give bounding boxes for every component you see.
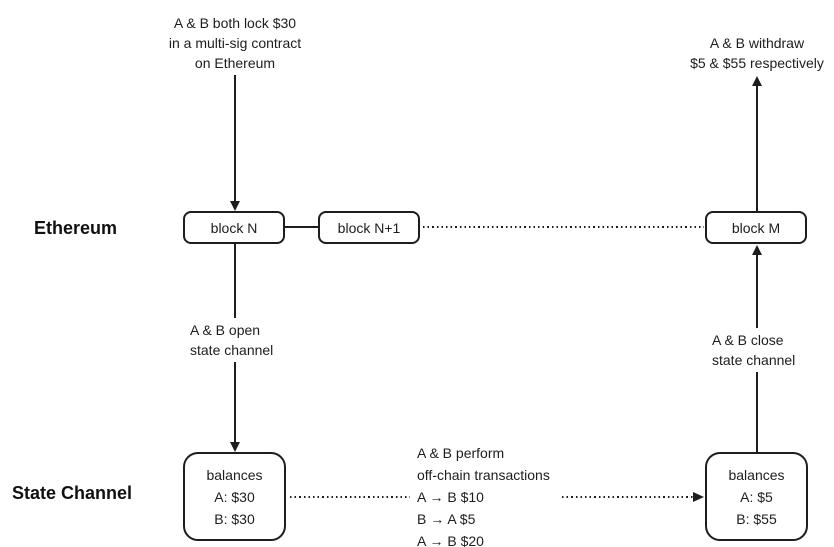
dotted-edge-balances-right-segment: [562, 496, 693, 498]
row-label-ethereum: Ethereum: [34, 218, 118, 238]
arrowhead-down-into-balances-open: [230, 442, 240, 452]
arrowhead-up-into-block-m: [752, 245, 762, 255]
node-block-m: block M: [705, 211, 807, 244]
edge-block-n-to-n1: [285, 226, 318, 228]
edge-lock-to-block-n: [234, 75, 236, 203]
node-block-n-plus-1: block N+1: [318, 211, 420, 244]
node-balances-open: balances A: $30 B: $30: [183, 452, 286, 541]
annotation-close-channel: A & B close state channel: [708, 328, 800, 372]
edge-block-m-to-withdraw: [756, 85, 758, 211]
annotation-lock-funds: A & B both lock $30 in a multi-sig contr…: [168, 15, 302, 71]
dotted-edge-balances-left-segment: [290, 496, 410, 498]
node-block-n: block N: [183, 211, 285, 244]
arrowhead-right-into-balances-final: [693, 492, 704, 502]
annotation-open-channel: A & B open state channel: [186, 318, 278, 362]
row-label-state-channel: State Channel: [12, 483, 133, 503]
annotation-withdraw: A & B withdraw $5 & $55 respectively: [690, 35, 824, 71]
node-balances-final: balances A: $5 B: $55: [705, 452, 808, 541]
dotted-edge-n1-to-m: [423, 226, 704, 228]
arrowhead-up-to-withdraw: [752, 76, 762, 86]
annotation-offchain-transactions: A & B perform off-chain transactions A →…: [417, 445, 550, 547]
arrowhead-down-into-block-n: [230, 201, 240, 211]
